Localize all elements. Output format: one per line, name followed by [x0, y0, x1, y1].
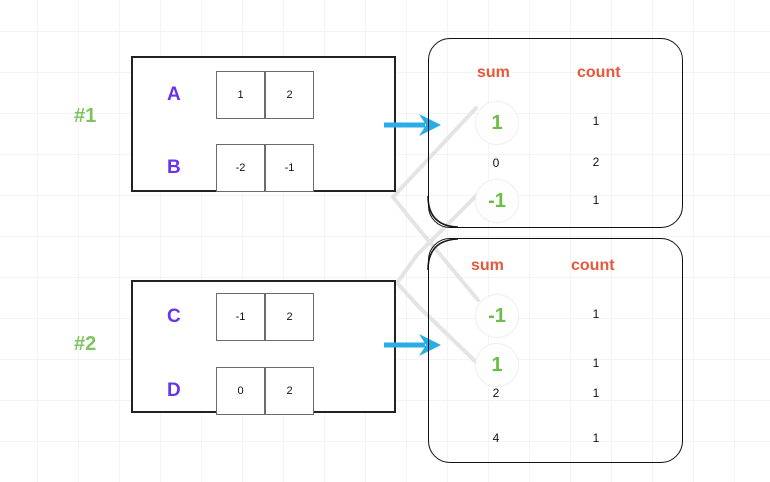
- cell-a-0: 1: [216, 71, 265, 119]
- column-header-count: count: [577, 64, 621, 81]
- group-label-1: #1: [74, 105, 97, 127]
- sum-value-highlighted: -1: [475, 179, 519, 223]
- row-cells-c: -1 2: [216, 293, 314, 341]
- cell-d-0: 0: [216, 367, 265, 415]
- count-value: 1: [592, 386, 600, 400]
- row-cells-b: -2 -1: [216, 144, 314, 192]
- column-header-sum: sum: [471, 257, 504, 274]
- sum-value: 4: [492, 431, 500, 445]
- input-panel-2: C -1 2 D 0 2: [131, 280, 396, 415]
- count-value: 1: [592, 431, 600, 445]
- cell-b-1: -1: [265, 144, 314, 192]
- group-label-2: #2: [74, 333, 97, 355]
- row-key-c: C: [167, 306, 181, 327]
- row-key-d: D: [167, 380, 181, 401]
- sum-value-highlighted: 1: [475, 101, 519, 145]
- aggregate-table-1: sum count 1 1 0 2 -1 1: [428, 38, 683, 228]
- sum-value-highlighted: -1: [475, 294, 519, 338]
- sum-value-highlighted: 1: [475, 343, 519, 387]
- cell-b-0: -2: [216, 144, 265, 192]
- count-value: 1: [592, 307, 600, 321]
- input-panel-1: A 1 2 B -2 -1: [131, 56, 396, 192]
- row-cells-d: 0 2: [216, 367, 314, 415]
- cell-d-1: 2: [265, 367, 314, 415]
- sum-value: 2: [492, 386, 500, 400]
- row-key-a: A: [167, 84, 181, 105]
- count-value: 1: [592, 193, 600, 207]
- column-header-count: count: [571, 257, 615, 274]
- sum-value: 0: [492, 156, 500, 170]
- cell-c-1: 2: [265, 293, 314, 341]
- cell-c-0: -1: [216, 293, 265, 341]
- count-value: 1: [592, 356, 600, 370]
- count-value: 2: [592, 155, 600, 169]
- aggregate-table-2: sum count -1 1 1 1 2 1 4 1: [428, 238, 683, 463]
- row-key-b: B: [167, 157, 181, 178]
- count-value: 1: [592, 114, 600, 128]
- row-cells-a: 1 2: [216, 71, 314, 119]
- column-header-sum: sum: [477, 64, 510, 81]
- cell-a-1: 2: [265, 71, 314, 119]
